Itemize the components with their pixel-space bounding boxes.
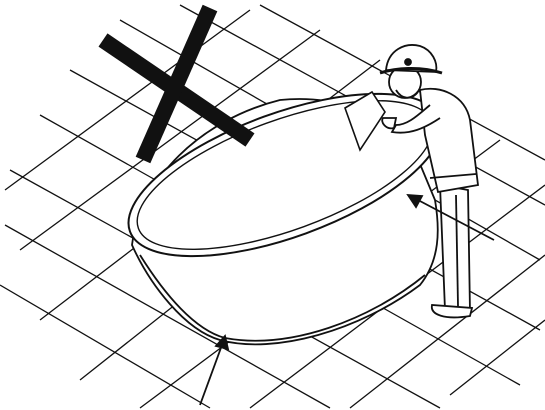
illustration-canvas <box>0 0 545 410</box>
installation-warning-illustration <box>0 0 545 410</box>
